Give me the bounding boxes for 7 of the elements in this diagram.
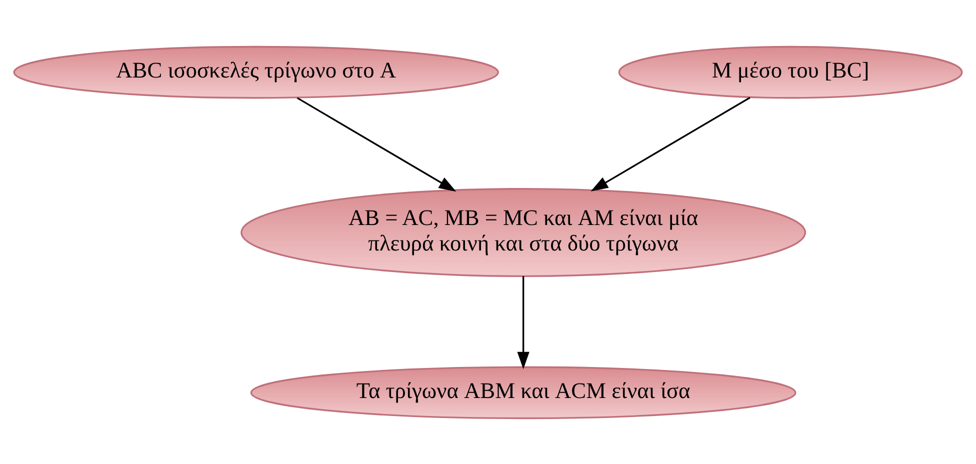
node-ellipse: Τα τρίγωνα ABM και ACM είναι ίσα [250,366,796,419]
arrow [590,96,750,191]
node-ellipse: ABC ισοσκελές τρίγωνο στο A [13,45,499,98]
node-ellipse: AB = AC, MB = MC και AM είναι μία πλευρά κοινή και στα δύο τρίγωνα [240,187,806,277]
node-ellipse: M μέσο του [BC] [618,45,963,98]
arrow [296,96,456,192]
arrow [517,276,530,369]
